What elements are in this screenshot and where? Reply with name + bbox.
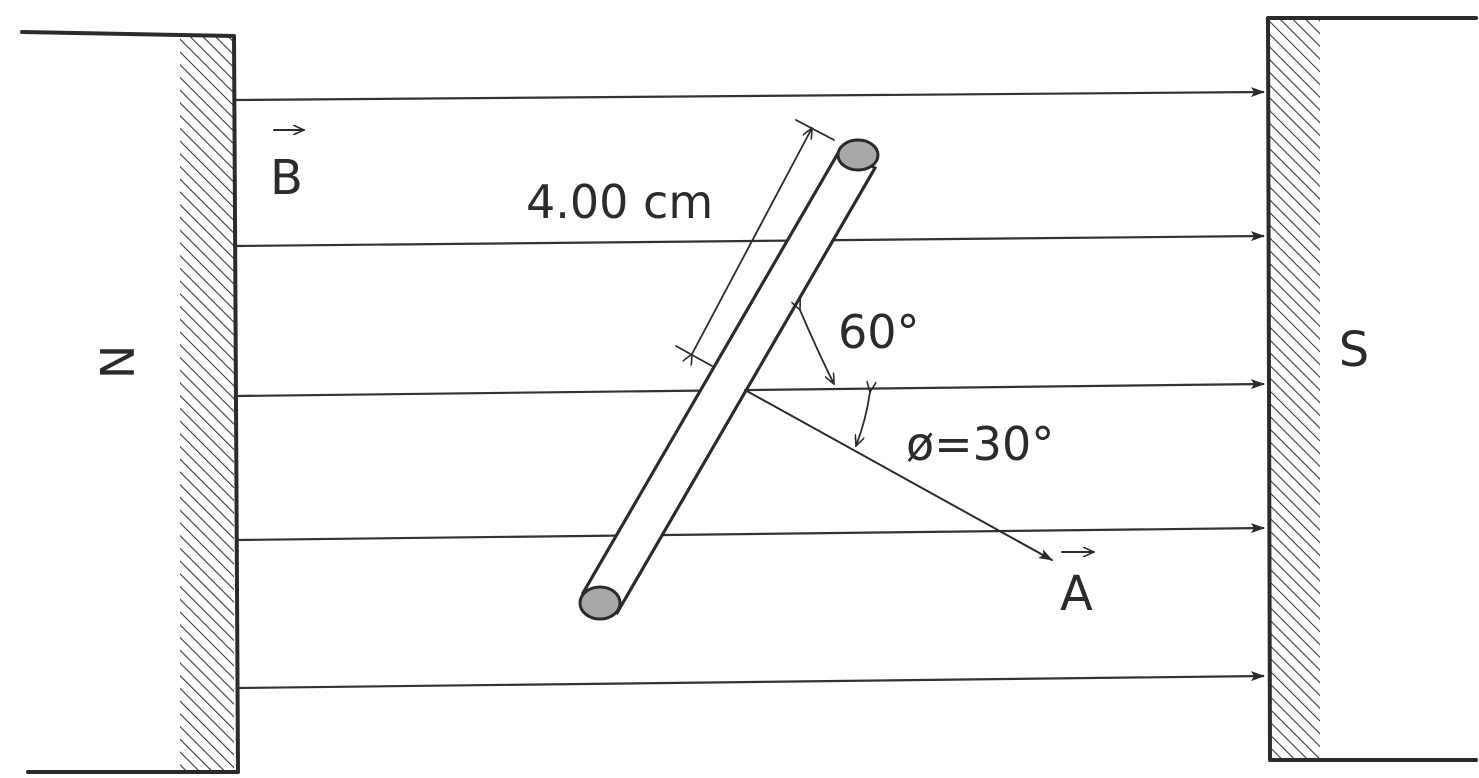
north-pole-outline <box>20 30 240 774</box>
north-pole-label: N <box>89 345 143 379</box>
south-pole-magnet <box>1266 16 1478 762</box>
field-vector-label: B <box>270 130 305 206</box>
dimension-tick-bottom <box>675 345 713 367</box>
area-vector-letter: A <box>1060 566 1093 622</box>
south-pole-hatching <box>1268 20 1320 760</box>
area-vector-label: A <box>1060 552 1095 622</box>
angle-60-label: 60° <box>838 305 920 359</box>
rod-length-label: 4.00 cm <box>526 175 713 229</box>
area-vector-arrow <box>744 389 1053 561</box>
angle-phi-label: ø=30° <box>906 417 1054 471</box>
field-vector-letter: B <box>270 150 303 206</box>
field-lines <box>235 87 1265 690</box>
south-pole-outline <box>1266 16 1478 762</box>
angle-60-arc <box>800 310 835 384</box>
rod-length-dimension <box>675 119 835 367</box>
south-pole-label: S <box>1339 322 1369 378</box>
rod-top-end <box>836 138 880 172</box>
dimension-line <box>692 128 812 354</box>
field-line <box>235 87 1265 102</box>
area-vector <box>744 389 1053 561</box>
dimension-tick-top <box>795 119 835 141</box>
north-pole-magnet <box>20 30 240 774</box>
angle-30-arc <box>856 392 870 446</box>
field-line <box>237 671 1265 690</box>
field-line <box>237 523 1265 542</box>
field-line <box>235 379 1265 398</box>
angle-arcs <box>800 310 870 446</box>
rod-bottom-end <box>578 585 622 621</box>
north-pole-hatching <box>180 34 234 772</box>
